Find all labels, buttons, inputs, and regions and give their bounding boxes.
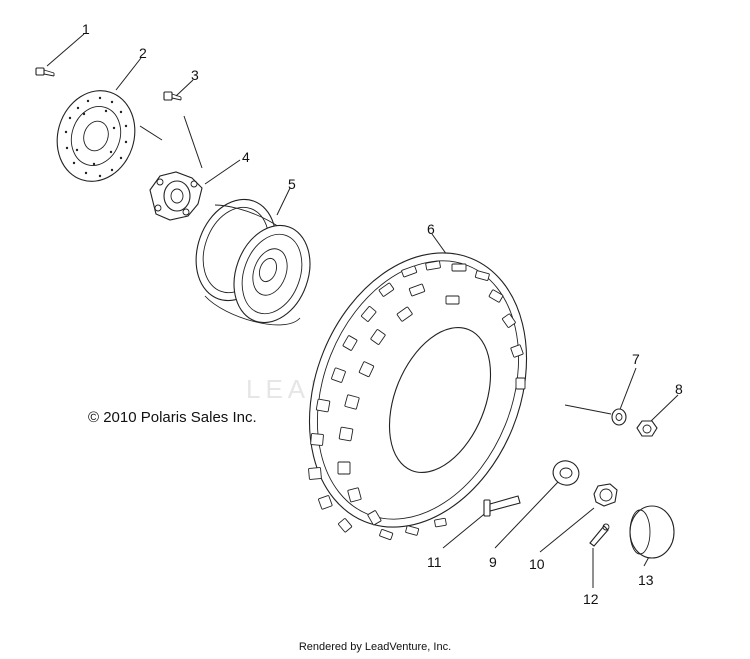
tire-part <box>308 252 528 541</box>
callout-13: 13 <box>638 572 654 588</box>
brake-disc-part <box>56 90 136 182</box>
stud-part <box>163 91 182 101</box>
copyright-text: © 2010 Polaris Sales Inc. <box>88 409 257 426</box>
callout-7: 7 <box>632 351 640 367</box>
dust-cap-part <box>629 505 675 559</box>
callout-11: 11 <box>427 554 442 570</box>
callout-9: 9 <box>489 554 497 570</box>
callout-1: 1 <box>82 21 90 37</box>
bolt-part <box>35 67 55 77</box>
washer-part <box>611 408 627 426</box>
nut-part <box>636 420 658 437</box>
callout-3: 3 <box>191 67 199 83</box>
leader-lines <box>46 33 679 588</box>
callout-6: 6 <box>427 221 435 237</box>
callout-8: 8 <box>675 381 683 397</box>
callout-5: 5 <box>288 176 296 192</box>
callout-4: 4 <box>242 149 250 165</box>
callout-10: 10 <box>529 556 545 572</box>
callout-2: 2 <box>139 45 147 61</box>
footer-credit: Rendered by LeadVenture, Inc. <box>298 641 452 653</box>
large-washer-part <box>552 460 580 486</box>
castle-nut-part <box>593 483 618 507</box>
callout-12: 12 <box>583 591 599 607</box>
wheel-rim-part <box>195 198 311 326</box>
tire-tread <box>308 260 526 541</box>
hub-part <box>149 171 203 221</box>
spindle-part <box>483 495 521 517</box>
cotter-pin-part <box>589 523 610 547</box>
